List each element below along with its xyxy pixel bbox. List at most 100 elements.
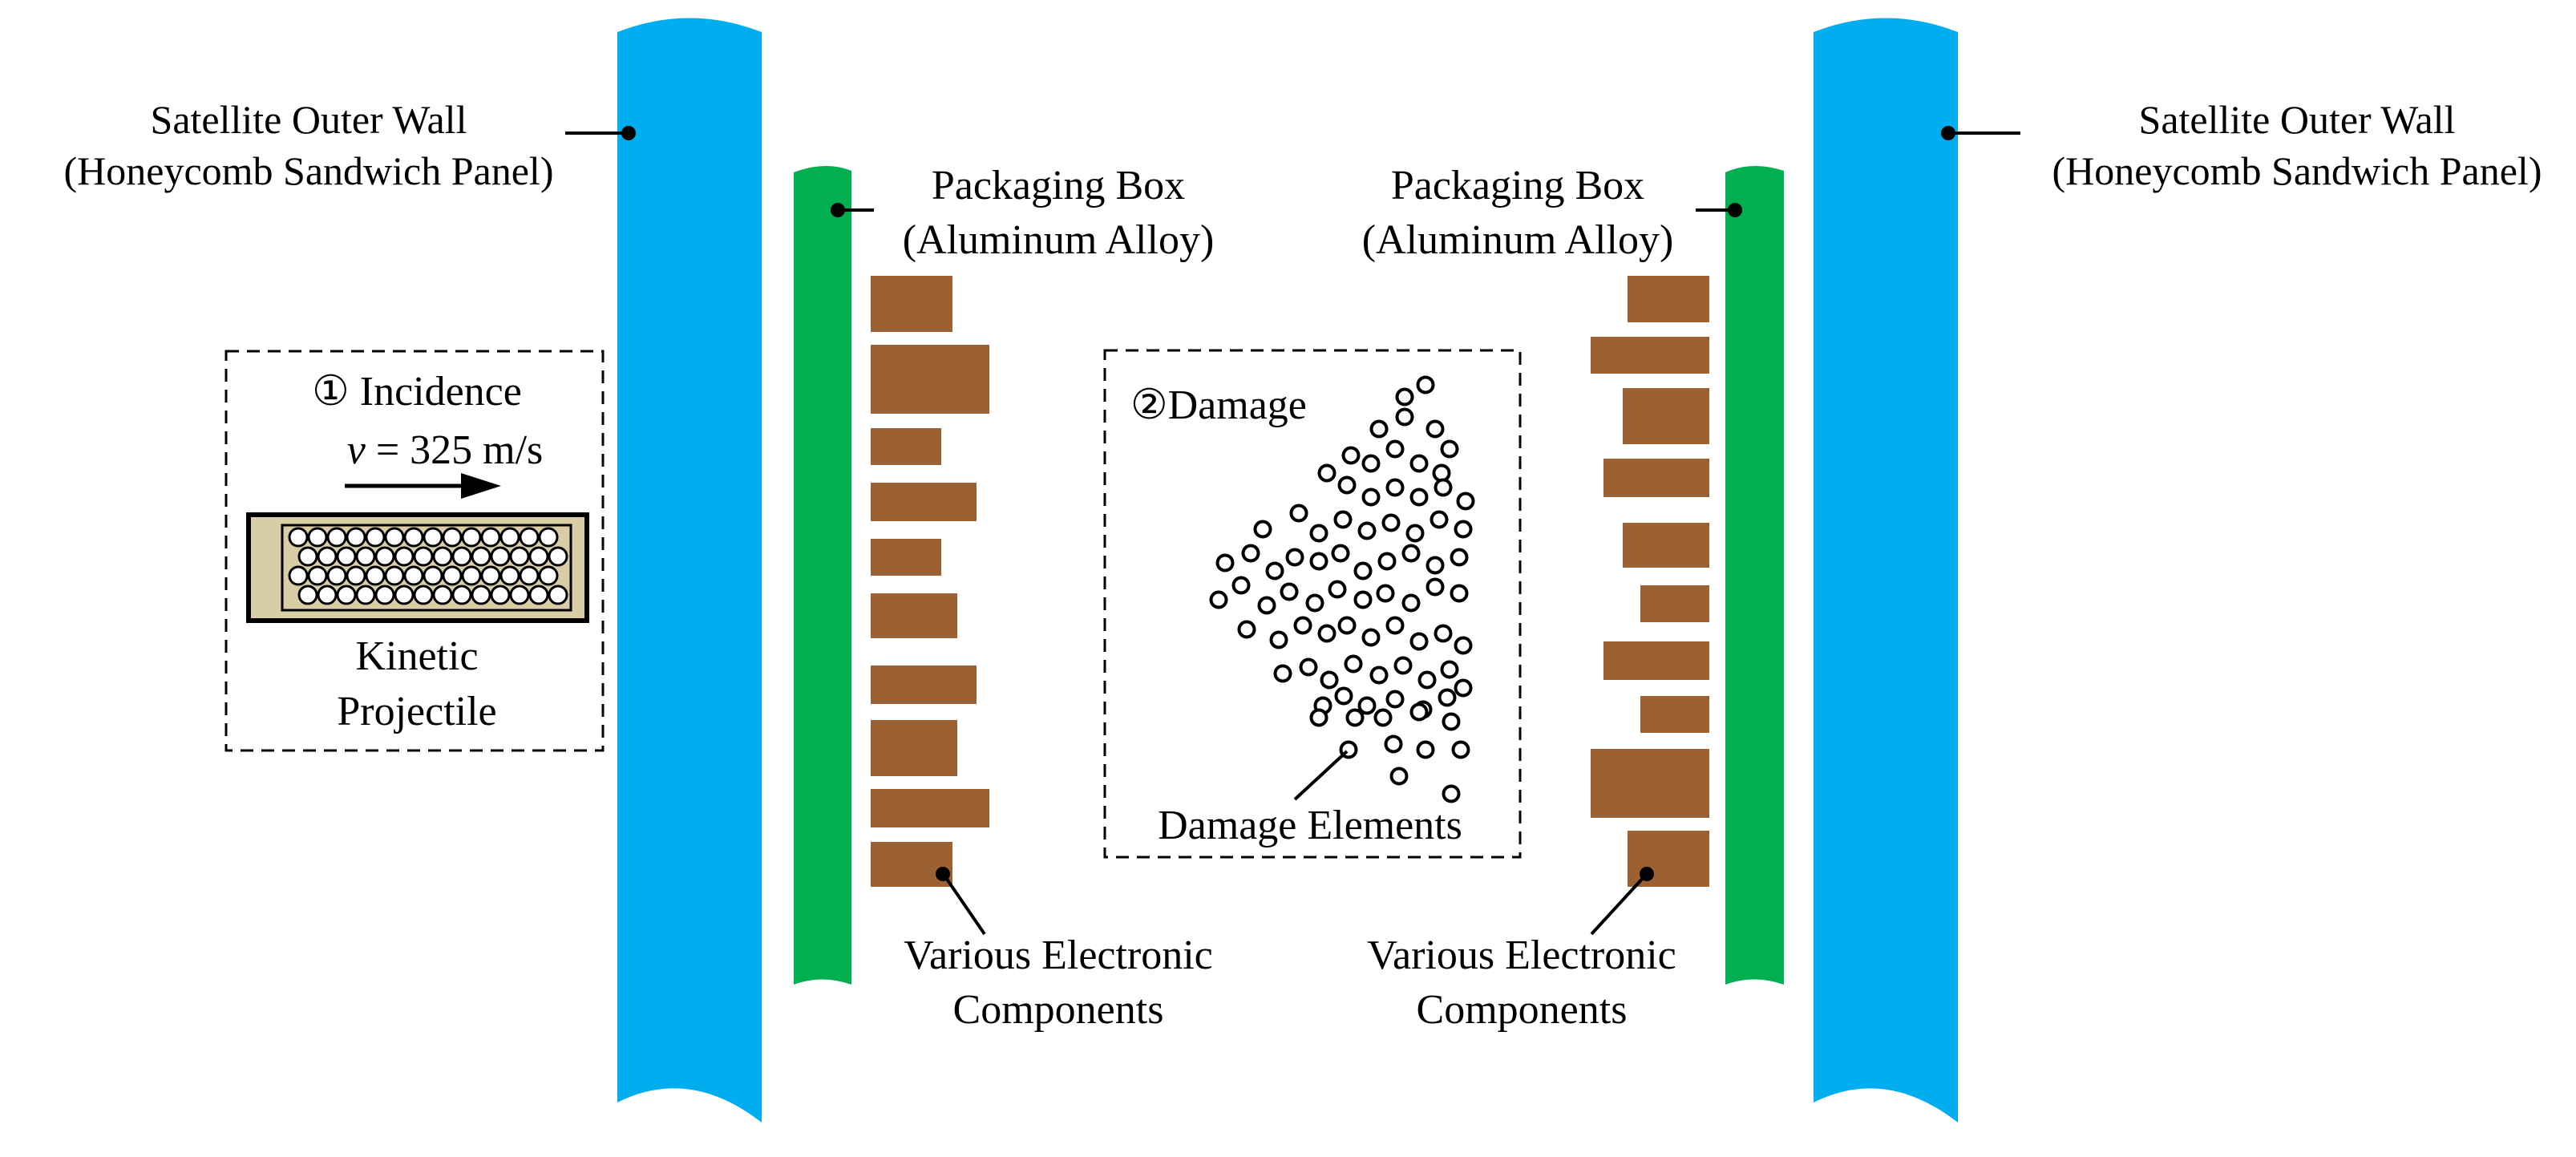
electronic-component [871, 593, 957, 638]
projectile-sphere [365, 565, 386, 586]
left-electronic-components [871, 276, 989, 887]
projectile-sphere [548, 546, 568, 567]
damage-element [1409, 702, 1429, 722]
electronic-component [1603, 459, 1709, 497]
right-outer-wall [1814, 18, 1958, 1123]
damage-element [1440, 660, 1459, 679]
incidence-title: ① Incidence [312, 369, 522, 415]
damage-element [1209, 590, 1228, 609]
projectile-sphere [519, 565, 540, 586]
damage-element [1361, 628, 1381, 647]
right-wall-label-line1: Satellite Outer Wall [2139, 97, 2456, 142]
damage-element [1409, 632, 1429, 651]
damage-element [1416, 375, 1435, 394]
left-wall-label-line2: (Honeycomb Sandwich Panel) [64, 148, 554, 193]
projectile-sphere [384, 527, 405, 548]
left-box-label-line2: (Aluminum Alloy) [903, 217, 1215, 263]
damage-element [1357, 521, 1377, 540]
electronic-component [1640, 696, 1709, 733]
right-components-label-line2: Components [1417, 987, 1628, 1033]
projectile-sphere [346, 527, 366, 548]
projectile-sphere [499, 565, 520, 586]
damage-element [1357, 696, 1377, 715]
left-components-label-line2: Components [953, 987, 1164, 1033]
damage-element [1344, 654, 1363, 674]
projectile-sphere [480, 527, 501, 548]
electronic-component [1591, 749, 1709, 818]
damage-element [1369, 419, 1389, 439]
projectile-sphere [326, 565, 347, 586]
damage-element [1416, 740, 1435, 759]
left-outer-wall [617, 18, 762, 1123]
damage-element [1438, 688, 1457, 707]
damage-element [1450, 584, 1469, 603]
electronic-component [871, 539, 941, 576]
projectile-sphere [336, 585, 357, 605]
damage-element [1450, 548, 1469, 567]
electronic-component [871, 345, 989, 414]
left-packaging-box [794, 165, 851, 985]
right-box-leader-dot [1728, 203, 1742, 217]
damage-element [1401, 544, 1421, 563]
damage-element [1442, 784, 1461, 803]
damage-element [1395, 387, 1414, 407]
damage-element [1454, 520, 1473, 539]
projectile-sphere [490, 546, 511, 567]
left-box-leader-dot [831, 203, 845, 217]
damage-element [1331, 544, 1350, 563]
damage-element [1309, 708, 1328, 727]
projectile-sphere [317, 585, 338, 605]
projectile-sphere [336, 546, 357, 567]
damage-element [1361, 454, 1381, 473]
right-box-label-line2: (Aluminum Alloy) [1362, 217, 1674, 263]
damage-element [1417, 670, 1437, 690]
damage-element [1385, 439, 1405, 459]
projectile-sphere [471, 585, 491, 605]
damage-element [1231, 576, 1251, 595]
projectile-sphere [528, 546, 549, 567]
right-wall-label-line2: (Honeycomb Sandwich Panel) [2052, 148, 2542, 193]
damage-element [1305, 593, 1324, 613]
damage-element [1345, 708, 1365, 727]
electronic-component [871, 665, 977, 704]
projectile-sphere [297, 546, 318, 567]
kinetic-projectile [246, 512, 589, 623]
electronic-component [1603, 641, 1709, 680]
projectile-sphere [519, 527, 540, 548]
right-packaging-box [1725, 165, 1784, 985]
damage-element [1430, 510, 1449, 529]
damage-element [1377, 552, 1397, 571]
projectile-sphere [423, 527, 443, 548]
projectile-sphere [451, 546, 472, 567]
electronic-component [871, 789, 989, 827]
damage-element [1369, 665, 1389, 685]
damage-element [1237, 620, 1256, 639]
damage-element [1280, 582, 1299, 601]
damage-element [1454, 636, 1473, 655]
damage-element [1451, 740, 1470, 759]
projectile-sphere [538, 527, 559, 548]
left-box-label-line1: Packaging Box [932, 163, 1185, 208]
projectile-label-line1: Kinetic [355, 633, 478, 679]
damage-element [1320, 670, 1339, 690]
damage-element [1293, 616, 1312, 635]
projectile-sphere [528, 585, 549, 605]
damage-element [1384, 734, 1403, 754]
damage-element [1285, 548, 1304, 567]
left-components-leader [943, 874, 986, 936]
damage-element [1289, 504, 1308, 523]
left-components-label-line1: Various Electronic [904, 932, 1213, 978]
projectile-sphere [548, 585, 568, 605]
right-components-leader [1590, 874, 1647, 936]
projectile-sphere [442, 527, 463, 548]
electronic-component [1623, 523, 1709, 568]
electronic-component [871, 428, 941, 465]
damage-element [1409, 487, 1429, 507]
left-wall-leader-dot [621, 126, 636, 140]
damage-element [1328, 580, 1347, 599]
damage-element [1273, 664, 1292, 683]
electronic-component [1640, 585, 1709, 622]
projectile-sphere [355, 585, 376, 605]
projectile-sphere [442, 565, 463, 586]
